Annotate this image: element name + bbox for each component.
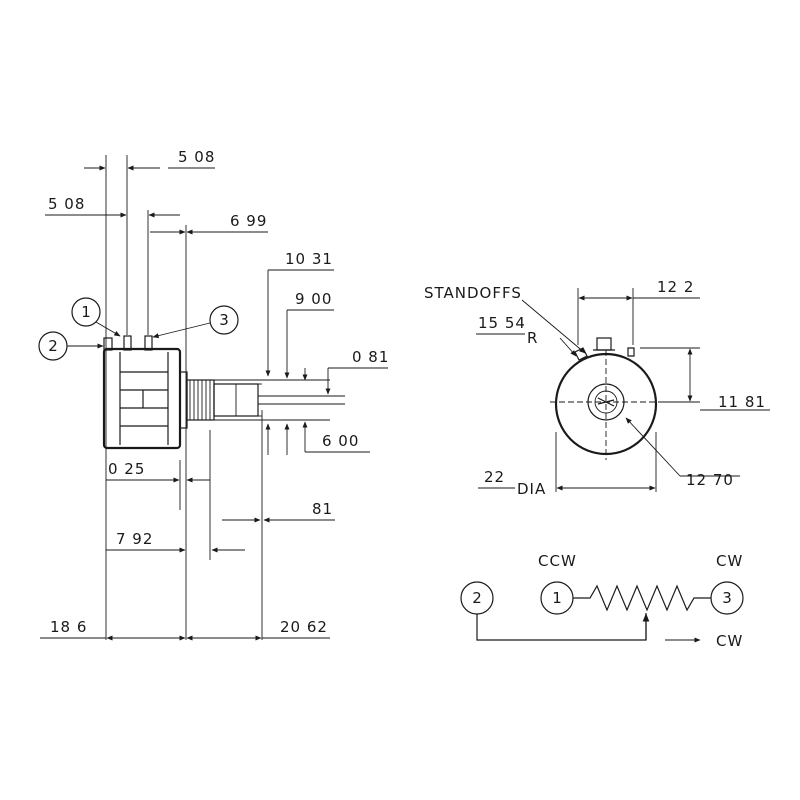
ccw-label: CCW [538,552,577,570]
cw-arrow-label: CW [716,632,743,650]
schematic-pin-2: 2 [460,581,494,615]
dim-shaft-a: 10 31 [265,250,334,377]
dim-circle-label: 12 70 [686,471,734,489]
dim-bottom-c-label: 7 92 [116,530,153,548]
wiper-line [476,613,647,641]
dim-top-b-label: 5 08 [48,195,85,213]
dim-bottom-b-label: 81 [312,500,333,518]
dim-shaft-c-label: 0 81 [352,348,389,366]
resistor-symbol [573,584,711,612]
front-body [550,337,662,460]
dim-top-c-label: 6 99 [230,212,267,230]
schematic-pin-2-label: 2 [472,589,482,607]
schematic-pin-3-label: 3 [722,589,732,607]
radius-suffix: R [527,329,538,347]
dim-bottom-b: 81 [222,500,335,523]
dim-width: 12 2 [577,278,700,345]
pin-2-label: 2 [48,337,58,355]
dim-top-a-label: 5 08 [178,148,215,166]
dim-bottom-e-label: 20 62 [280,618,328,636]
dim-dia: 22 DIA [478,432,657,498]
cw-top-label: CW [716,552,743,570]
dim-shaft-b: 9 00 [284,290,334,379]
dim-bottom-e: 20 62 [186,618,330,641]
pot-body [102,347,188,450]
bushing [186,379,215,421]
shaft [213,383,262,417]
dim-top-b: 5 08 [45,195,180,218]
dim-height-label: 11 81 [718,393,766,411]
side-view: 5 08 5 08 6 99 1 2 3 [38,148,389,641]
pin-callout-2: 2 [38,331,104,361]
dim-bottom-a: 0 25 [106,460,210,483]
schematic-pin-3: 3 [710,581,744,615]
schematic-pin-1-label: 1 [552,589,562,607]
dim-top-c: 6 99 [150,212,268,235]
dia-suffix: DIA [517,480,546,498]
dim-radius-label: 15 54 [478,314,526,332]
dim-shaft-d: 6 00 [265,421,370,455]
dim-shaft-d-label: 6 00 [322,432,359,450]
dim-bottom-d-label: 18 6 [50,618,87,636]
front-view: STANDOFFS 15 54 R 12 2 [424,278,770,498]
dim-top-a: 5 08 [84,148,215,171]
pin-callout-3: 3 [152,305,239,339]
dim-bottom-c: 7 92 [106,530,245,553]
dim-height: 11 81 [640,347,770,411]
dim-circle: 12 70 [625,417,740,489]
pin-3-label: 3 [219,311,229,329]
dim-width-label: 12 2 [657,278,694,296]
pin-1-label: 1 [81,303,91,321]
schematic: CCW CW 2 1 3 CW [460,552,744,650]
dim-bottom-d: 18 6 [40,618,186,641]
dim-shaft-b-label: 9 00 [295,290,332,308]
pin-callout-1: 1 [71,297,121,337]
dim-shaft-a-label: 10 31 [285,250,333,268]
dim-dia-label: 22 [484,468,505,486]
schematic-pin-1: 1 [540,581,574,615]
dim-shaft-c: 0 81 [302,348,389,395]
standoffs-label: STANDOFFS [424,284,522,302]
dim-bottom-a-label: 0 25 [108,460,145,478]
dim-radius: 15 54 R [476,314,577,357]
